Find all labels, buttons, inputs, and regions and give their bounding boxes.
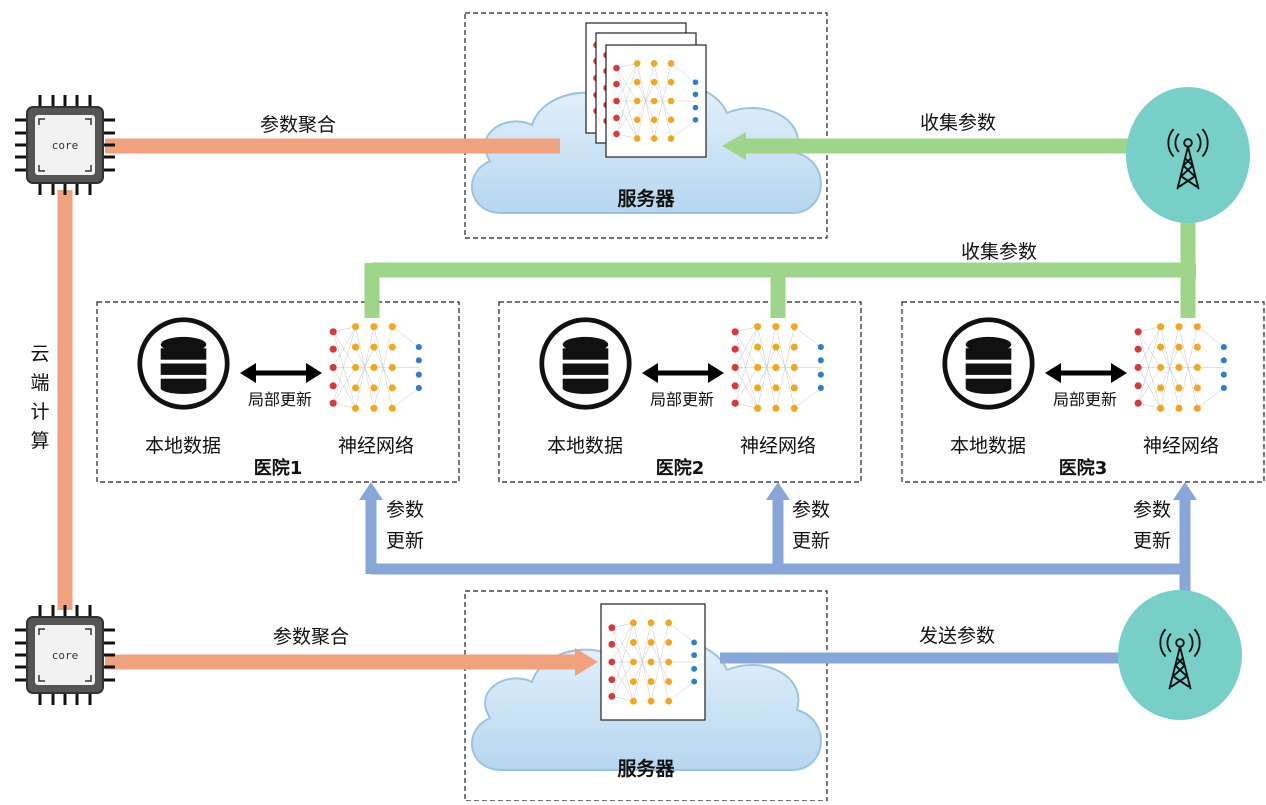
param-aggregate-label-bottom: 参数聚合 xyxy=(273,626,349,648)
local-update-label: 局部更新 xyxy=(650,390,714,409)
double-arrow-icon xyxy=(642,363,724,383)
orange-arrowhead xyxy=(575,648,598,676)
hospital-box-2 xyxy=(498,301,862,483)
green-connectors xyxy=(364,138,1196,318)
server-label-bottom: 服务器 xyxy=(617,757,675,780)
blue-connectors xyxy=(365,500,1191,664)
neural-network-icon xyxy=(1134,322,1228,413)
hospital-box-1 xyxy=(96,301,460,483)
nn-stack-top xyxy=(585,22,707,158)
hospital-box-3 xyxy=(901,301,1265,483)
double-arrow-icon xyxy=(1045,363,1127,383)
local-data-label: 本地数据 xyxy=(950,435,1026,457)
database-icon xyxy=(542,320,629,407)
param-update-1-line1: 参数 xyxy=(386,499,424,521)
hospital-3: 局部更新 本地数据 神经网络 医院3 xyxy=(945,320,1228,479)
send-params-label: 发送参数 xyxy=(919,625,995,647)
cloud-computing-char-4: 算 xyxy=(30,430,49,452)
param-update-2-line1: 参数 xyxy=(792,499,830,521)
neural-network-icon xyxy=(329,322,423,413)
local-data-label: 本地数据 xyxy=(547,435,623,457)
svg-text:core: core xyxy=(52,139,79,152)
green-arrowhead xyxy=(722,132,746,160)
double-arrow-icon xyxy=(240,363,322,383)
collect-params-label-top: 收集参数 xyxy=(920,112,996,134)
orange-connectors xyxy=(57,138,580,670)
server-box-top xyxy=(464,12,828,239)
server-label-top: 服务器 xyxy=(617,187,675,210)
database-icon xyxy=(140,320,227,407)
local-update-label: 局部更新 xyxy=(248,390,312,409)
neural-network-icon xyxy=(731,322,825,413)
hospital-name: 医院2 xyxy=(656,457,705,479)
cloud-computing-char-2: 端 xyxy=(30,372,49,394)
neural-network-label: 神经网络 xyxy=(1143,435,1219,457)
core-chip-top: core xyxy=(15,95,115,195)
local-update-label: 局部更新 xyxy=(1053,390,1117,409)
hospital-1: 局部更新 本地数据 神经网络 医院1 xyxy=(140,320,423,479)
param-update-2-line2: 更新 xyxy=(792,530,830,552)
param-update-3-line1: 参数 xyxy=(1133,499,1171,521)
tower-icon-top xyxy=(1126,87,1250,223)
param-update-1-line2: 更新 xyxy=(386,530,424,552)
cloud-computing-char-1: 云 xyxy=(30,343,49,365)
hospital-name: 医院1 xyxy=(254,457,303,479)
param-aggregate-label-top: 参数聚合 xyxy=(260,114,336,136)
param-update-3-line2: 更新 xyxy=(1133,530,1171,552)
hospital-2: 局部更新 本地数据 神经网络 医院2 xyxy=(542,320,825,479)
core-chip-bottom: core xyxy=(15,605,115,705)
database-icon xyxy=(945,320,1032,407)
local-data-label: 本地数据 xyxy=(145,435,221,457)
blue-arrowheads xyxy=(359,482,1197,500)
tower-icon-bottom xyxy=(1118,590,1242,720)
nn-single-bottom xyxy=(600,603,706,721)
svg-text:core: core xyxy=(52,649,79,662)
collect-params-label-mid: 收集参数 xyxy=(961,241,1037,263)
cloud-computing-char-3: 计 xyxy=(30,401,49,423)
hospital-name: 医院3 xyxy=(1059,457,1108,479)
neural-network-label: 神经网络 xyxy=(338,435,414,457)
neural-network-label: 神经网络 xyxy=(740,435,816,457)
